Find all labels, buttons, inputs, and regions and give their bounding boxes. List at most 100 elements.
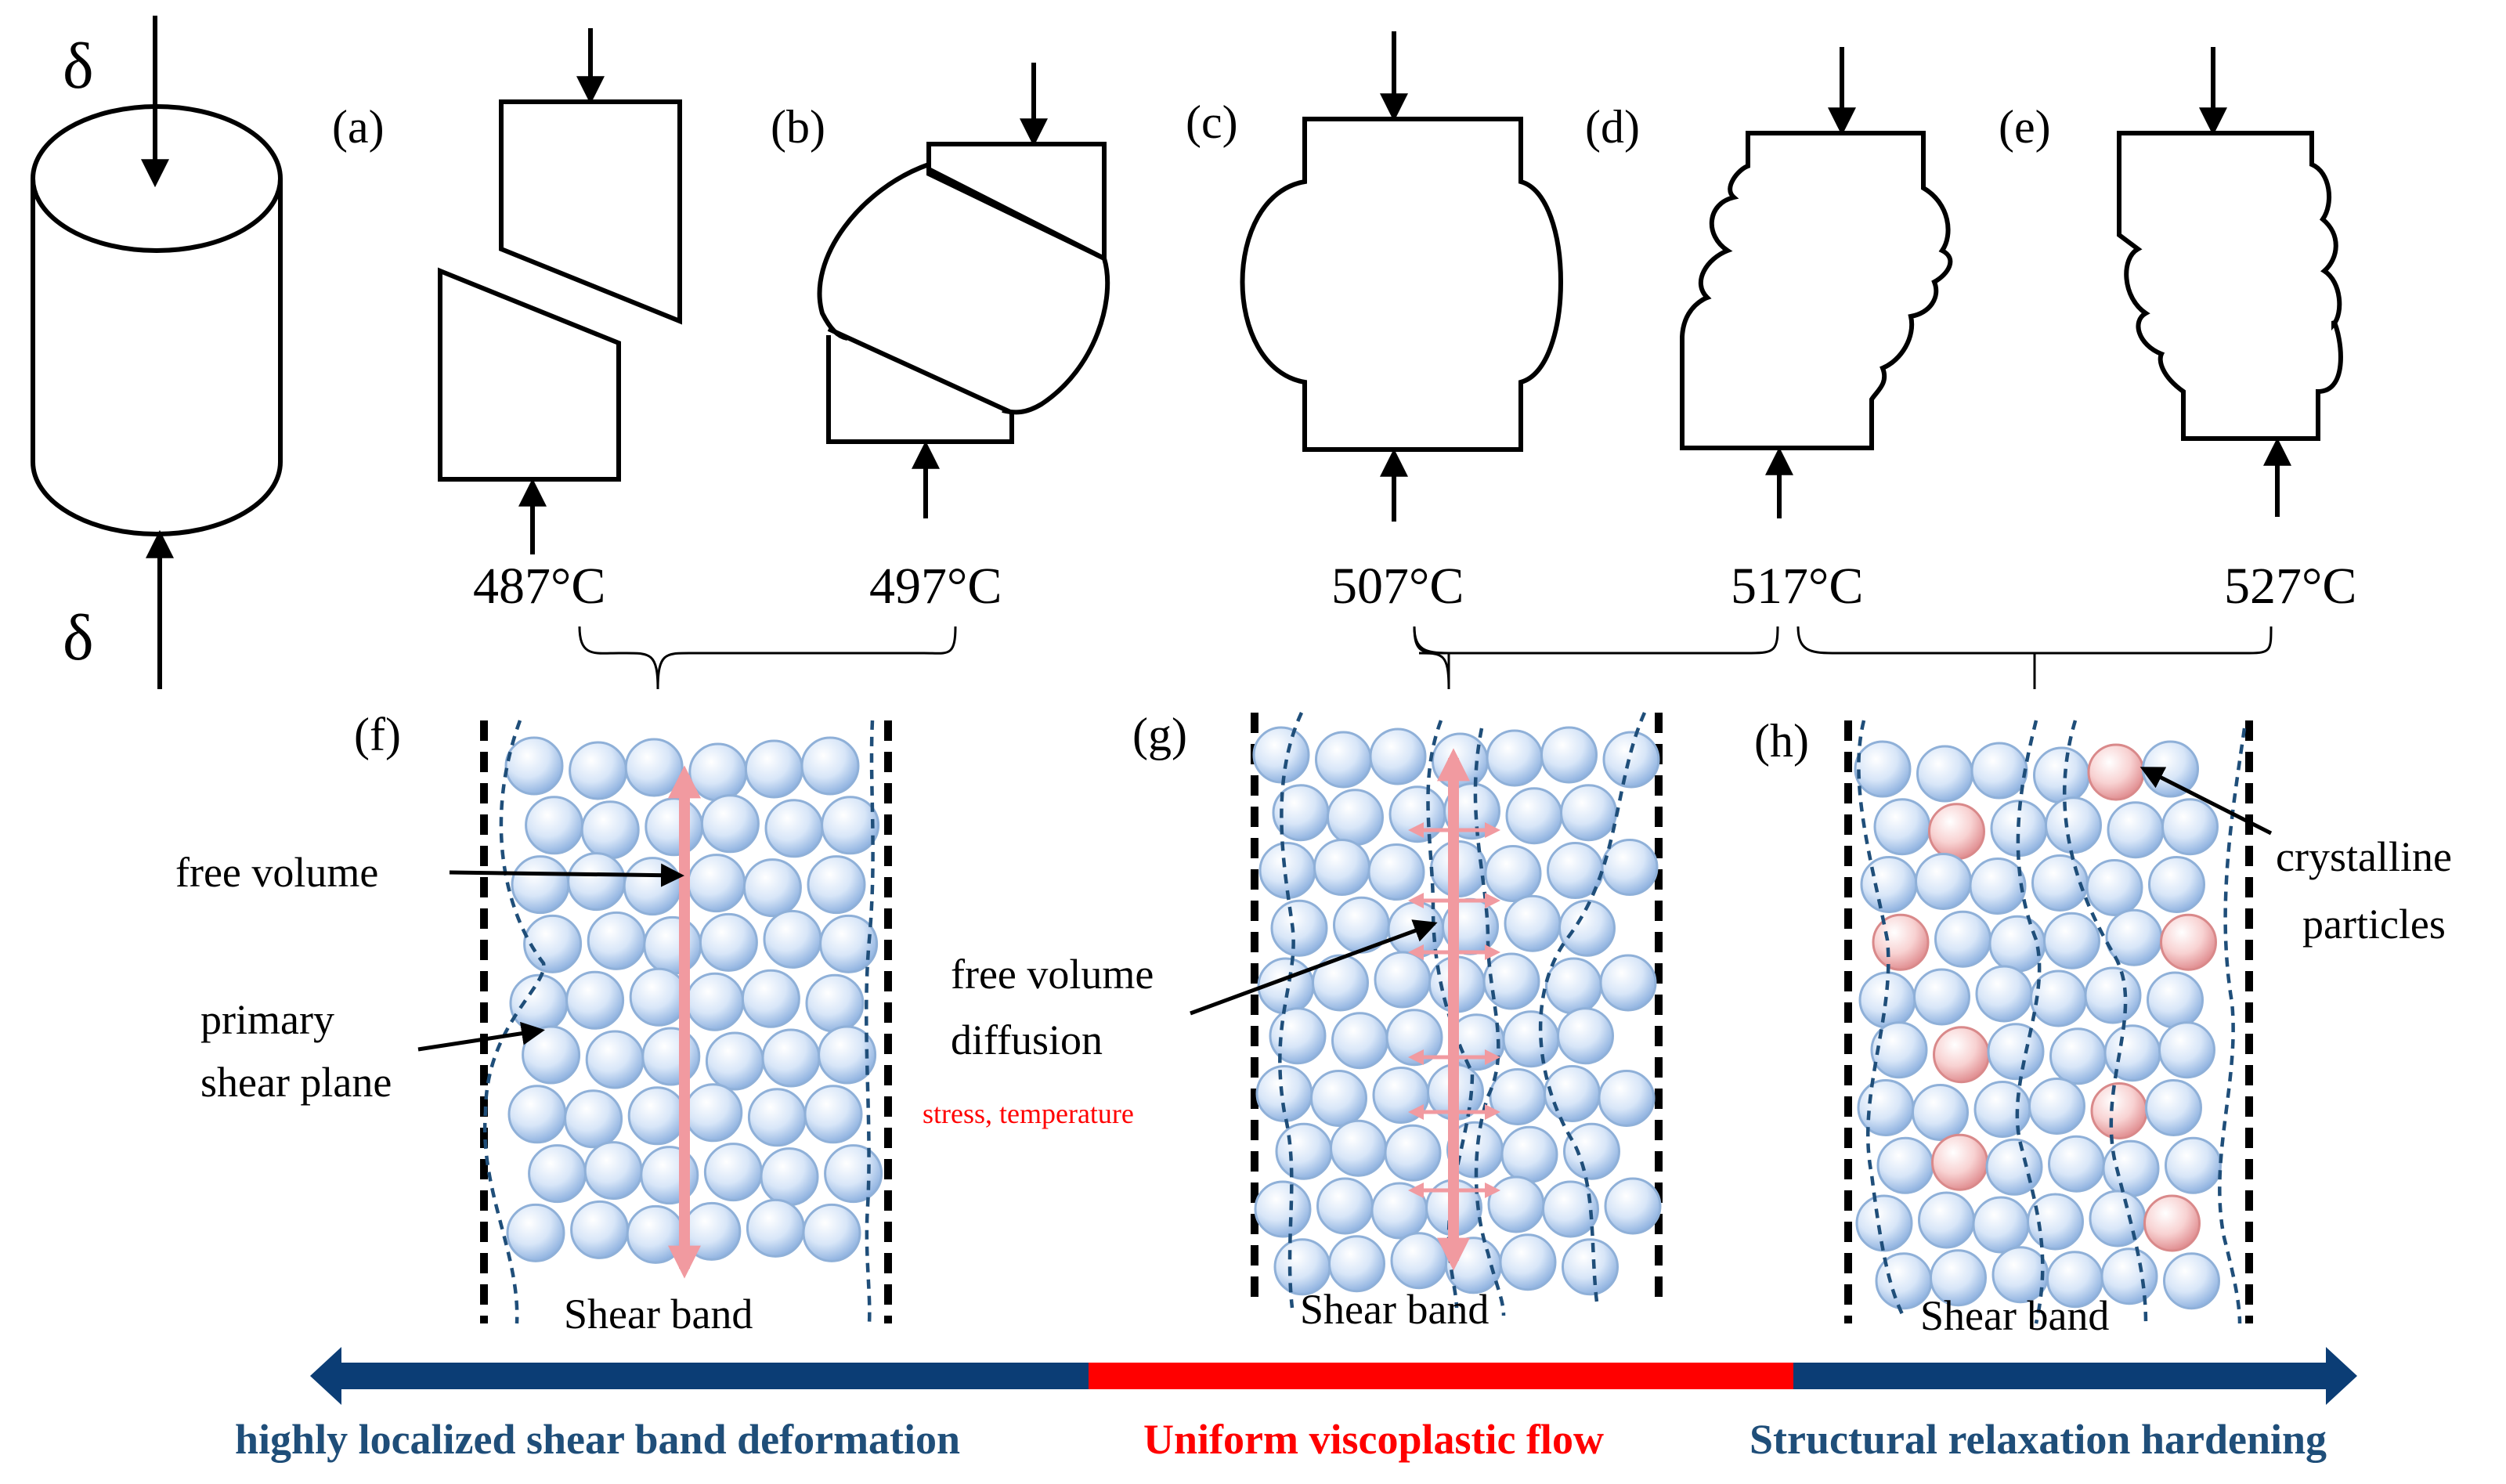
amorphous-atom bbox=[643, 915, 702, 975]
amorphous-atom bbox=[1560, 784, 1617, 842]
amorphous-atom bbox=[585, 1030, 645, 1089]
amorphous-atom bbox=[2165, 1136, 2222, 1194]
amorphous-atom bbox=[1860, 856, 1918, 913]
amorphous-atom bbox=[1487, 1175, 1545, 1233]
amorphous-atom bbox=[525, 796, 584, 855]
amorphous-atom bbox=[1384, 1124, 1442, 1182]
label-a: (a) bbox=[332, 101, 385, 153]
shape-c bbox=[1240, 31, 1563, 522]
shear-plane-f-left bbox=[482, 720, 546, 1324]
amorphous-atom bbox=[2045, 796, 2102, 854]
free-volume-label-f: free volume bbox=[175, 849, 378, 896]
amorphous-atom bbox=[1499, 1233, 1557, 1291]
amorphous-atom bbox=[1316, 1177, 1374, 1235]
amorphous-atom bbox=[2147, 971, 2204, 1029]
amorphous-atom bbox=[522, 1025, 581, 1085]
amorphous-atom bbox=[2163, 1252, 2220, 1310]
amorphous-atom bbox=[1988, 915, 2046, 973]
amorphous-atom bbox=[760, 1147, 819, 1207]
regime-label-relaxation: Structural relaxation hardening bbox=[1750, 1416, 2327, 1463]
amorphous-atom bbox=[1489, 1068, 1547, 1125]
label-f: (f) bbox=[354, 709, 401, 760]
crystalline-particles-pointer bbox=[2139, 767, 2273, 836]
amorphous-atom bbox=[1563, 1122, 1620, 1180]
regime-bar-left bbox=[337, 1363, 1089, 1389]
amorphous-atom bbox=[684, 1083, 743, 1143]
shape-c-barrel bbox=[1240, 117, 1563, 452]
amorphous-atom bbox=[1254, 1180, 1312, 1238]
shear-band-label-f: Shear band bbox=[564, 1291, 753, 1338]
label-d: (d) bbox=[1585, 101, 1640, 153]
amorphous-atom bbox=[746, 1198, 805, 1258]
regime-label-viscoplastic: Uniform viscoplastic flow bbox=[1143, 1416, 1604, 1463]
temperature-517: 517°C bbox=[1731, 558, 1863, 615]
amorphous-atom bbox=[2103, 1024, 2161, 1082]
amorphous-atom bbox=[645, 797, 704, 857]
amorphous-atom bbox=[1374, 951, 1432, 1009]
amorphous-atom bbox=[1367, 843, 1425, 901]
amorphous-atom bbox=[1252, 726, 1310, 784]
amorphous-atom bbox=[2107, 801, 2165, 859]
shear-plane-h-3 bbox=[2063, 720, 2148, 1324]
amorphous-atom bbox=[528, 1144, 587, 1204]
primary-shear-plane-label-line2: shear plane bbox=[200, 1059, 392, 1106]
amorphous-atom bbox=[1432, 732, 1489, 790]
amorphous-atom bbox=[507, 1085, 567, 1144]
amorphous-atom bbox=[629, 967, 688, 1027]
amorphous-atom bbox=[1505, 787, 1563, 845]
amorphous-atom bbox=[583, 1141, 643, 1201]
shape-a bbox=[438, 28, 682, 554]
amorphous-atom bbox=[819, 914, 879, 973]
shape-d-outline bbox=[1680, 131, 1953, 450]
amorphous-atom bbox=[761, 1028, 821, 1088]
amorphous-atom bbox=[2158, 1021, 2215, 1079]
atoms-panel-h bbox=[1854, 740, 2222, 1310]
amorphous-atom bbox=[1969, 858, 2027, 915]
amorphous-atom bbox=[1258, 842, 1316, 899]
regime-bar-right bbox=[1793, 1363, 2334, 1389]
label-c: (c) bbox=[1186, 96, 1238, 148]
amorphous-atom bbox=[824, 1144, 883, 1204]
amorphous-atom bbox=[742, 858, 802, 918]
amorphous-atom bbox=[1542, 1180, 1599, 1238]
shear-plane-f-right bbox=[865, 720, 875, 1324]
atoms-panel-f bbox=[504, 736, 883, 1264]
amorphous-atom bbox=[803, 1085, 863, 1144]
amorphous-atom bbox=[800, 736, 860, 796]
amorphous-atom bbox=[1873, 798, 1931, 856]
shape-b-bulge-left bbox=[817, 162, 930, 341]
amorphous-atom bbox=[1930, 1249, 1987, 1307]
amorphous-atom bbox=[818, 1025, 877, 1085]
temperature-487: 487°C bbox=[473, 558, 605, 615]
amorphous-atom bbox=[1372, 1067, 1430, 1124]
amorphous-atom bbox=[699, 912, 758, 972]
amorphous-atom bbox=[807, 855, 866, 915]
amorphous-atom bbox=[685, 972, 745, 1031]
amorphous-atom bbox=[763, 909, 822, 969]
amorphous-atom bbox=[641, 1027, 701, 1086]
compression-cylinder: δ δ bbox=[31, 16, 283, 689]
stress-temperature-note: stress, temperature bbox=[923, 1098, 1134, 1129]
amorphous-atom bbox=[1562, 1238, 1619, 1296]
amorphous-atom bbox=[700, 794, 760, 854]
brace-h bbox=[1796, 626, 2273, 655]
label-g: (g) bbox=[1132, 709, 1187, 760]
amorphous-atom bbox=[1312, 954, 1369, 1012]
shape-b-shear-bottom bbox=[827, 327, 1012, 414]
amorphous-atom bbox=[1857, 1079, 1915, 1136]
amorphous-atom bbox=[687, 854, 746, 913]
amorphous-atom bbox=[1987, 1023, 2045, 1081]
amorphous-atom bbox=[565, 970, 625, 1030]
amorphous-atom bbox=[1331, 1012, 1388, 1070]
free-volume-diffusion-pointer bbox=[1190, 919, 1438, 1016]
amorphous-atom bbox=[1913, 968, 1970, 1026]
amorphous-atom bbox=[2027, 1193, 2084, 1251]
amorphous-atom bbox=[2033, 746, 2090, 804]
amorphous-atom bbox=[764, 799, 824, 858]
amorphous-atom bbox=[821, 796, 880, 855]
shear-band-label-h: Shear band bbox=[1920, 1292, 2109, 1339]
amorphous-atom bbox=[1330, 1119, 1387, 1177]
brace-g bbox=[1413, 626, 1779, 655]
amorphous-atom bbox=[504, 736, 564, 796]
amorphous-atom bbox=[1870, 1021, 1928, 1079]
